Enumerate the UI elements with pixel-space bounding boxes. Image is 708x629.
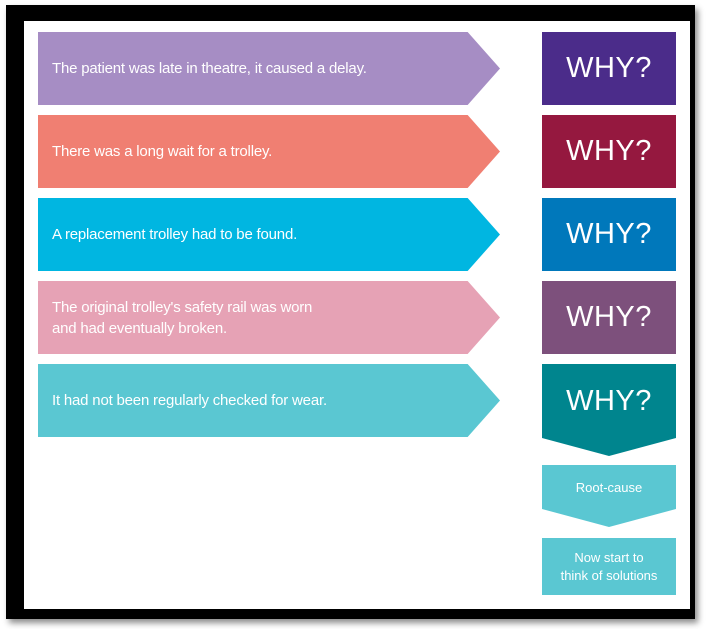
statement-text-3: A replacement trolley had to be found. [52, 226, 298, 243]
statement-arrow-4: The original trolley's safety rail was w… [38, 281, 500, 354]
statement-text-4: The original trolley's safety rail was w… [52, 298, 313, 337]
statement-arrow-2: There was a long wait for a trolley. [38, 115, 500, 188]
root-cause-box: Root-cause [542, 465, 676, 527]
diagram-frame: The patient was late in theatre, it caus… [6, 5, 695, 619]
statement-text-2: There was a long wait for a trolley. [52, 143, 273, 160]
why-box-3: WHY? [542, 198, 676, 271]
why-box-5: WHY? [542, 364, 676, 456]
statement-arrow-3: A replacement trolley had to be found. [38, 198, 500, 271]
statement-arrow-5: It had not been regularly checked for we… [38, 364, 500, 437]
solutions-box: Now start to think of solutions [542, 538, 676, 595]
why-box-2: WHY? [542, 115, 676, 188]
why-box-4: WHY? [542, 281, 676, 354]
statement-text-5: It had not been regularly checked for we… [52, 392, 327, 409]
statement-arrow-1: The patient was late in theatre, it caus… [38, 32, 500, 105]
why-box-1: WHY? [542, 32, 676, 105]
statement-text-1: The patient was late in theatre, it caus… [52, 60, 367, 77]
five-whys-diagram: The patient was late in theatre, it caus… [24, 21, 690, 609]
